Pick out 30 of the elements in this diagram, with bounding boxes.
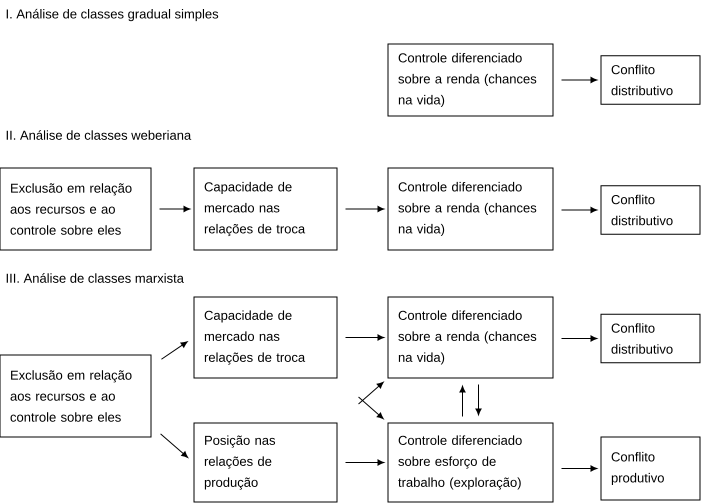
- arrow: [345, 334, 384, 341]
- arrow: [459, 386, 466, 417]
- arrow: [159, 206, 190, 212]
- process-box: Controle diferenciado sobre a renda (chances na vida): [388, 168, 554, 250]
- arrow: [358, 382, 384, 404]
- arrow: [160, 433, 188, 458]
- arrow: [561, 76, 598, 84]
- process-box: Conflito distributivo: [600, 314, 700, 364]
- arrow: [358, 396, 384, 420]
- process-box: Controle diferenciado sobre a renda (chances na vida): [388, 43, 554, 117]
- process-box: Capacidade de mercado nas relações de troca: [194, 296, 338, 378]
- arrow: [475, 384, 482, 416]
- arrow: [561, 465, 598, 472]
- process-box: Conflito distributivo: [600, 185, 700, 235]
- section-heading: III. Análise de classes marxista: [6, 273, 184, 283]
- process-box: Exclusão em relação aos recursos e ao controle sobre eles: [0, 354, 152, 438]
- arrow: [561, 335, 598, 342]
- arrow: [345, 206, 384, 212]
- section-heading: I. Análise de classes gradual simples: [6, 8, 218, 22]
- process-box: Exclusão em relação aos recursos e ao controle sobre eles: [0, 168, 152, 250]
- process-box: Conflito distributivo: [600, 55, 700, 105]
- process-box: Capacidade de mercado nas relações de troca: [194, 168, 338, 250]
- section-heading: II. Análise de classes weberiana: [6, 130, 192, 140]
- process-box: Posição nas relações de produção: [194, 422, 338, 502]
- arrow: [160, 341, 188, 360]
- process-box: Conflito produtivo: [600, 436, 700, 500]
- process-box: Controle diferenciado sobre esforço de trabalho (exploração): [388, 422, 554, 502]
- process-box: Controle diferenciado sobre a renda (chances na vida): [388, 296, 554, 378]
- arrow: [561, 206, 598, 214]
- arrow: [345, 459, 384, 466]
